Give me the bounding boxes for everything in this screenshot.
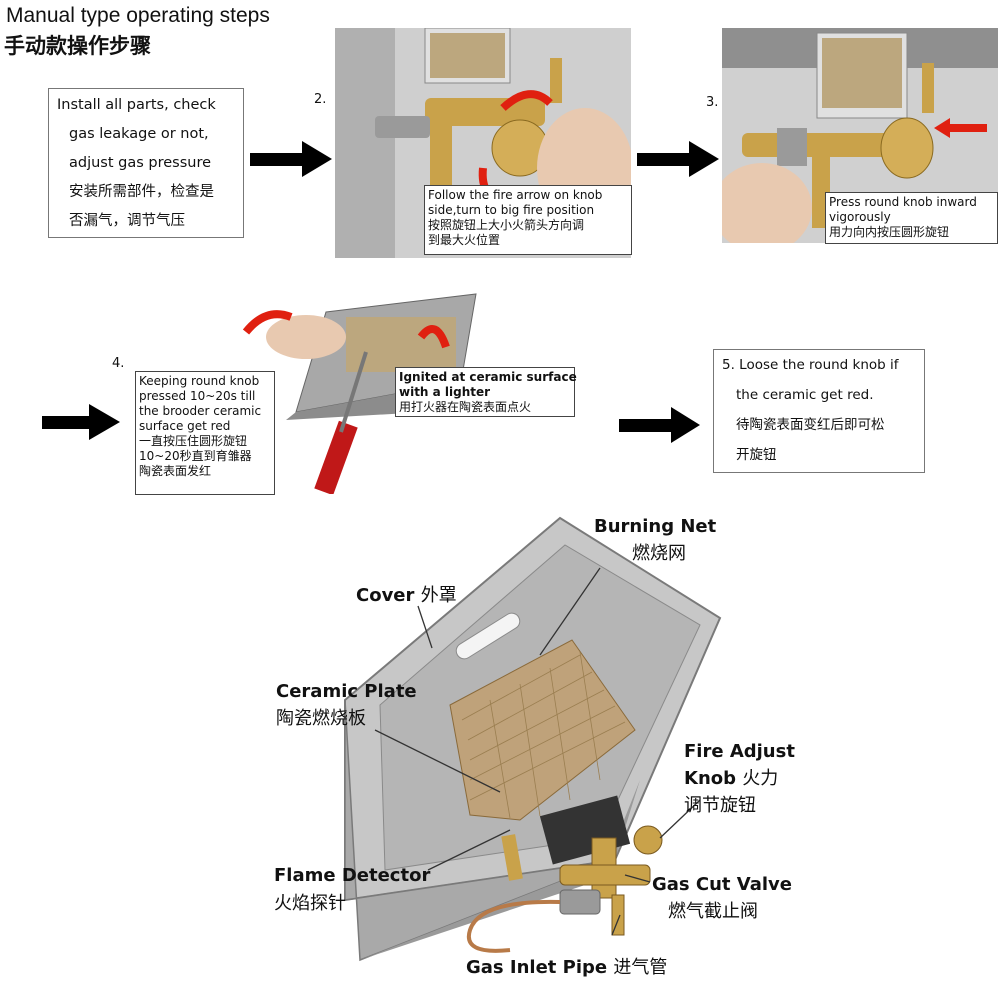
label-fire-adjust-zh2: 调节旋钮	[684, 795, 756, 816]
label-fire-adjust-knob: Knob 火力	[684, 767, 778, 791]
lighter-caption-line-2: with a lighter	[399, 385, 491, 399]
label-gas-cut-valve-zh: 燃气截止阀	[668, 901, 758, 922]
step-3-caption-line-3: 用力向内按压圆形旋钮	[829, 225, 950, 239]
label-burning-net-en: Burning Net	[594, 516, 717, 537]
step-4-caption-line-6: 10~20秒直到育雏器	[139, 449, 252, 463]
step-1-line-5: 否漏气，调节气压	[69, 213, 185, 229]
label-burning-net-zh: 燃烧网	[632, 543, 686, 564]
step-4-caption-line-3: the brooder ceramic	[139, 404, 262, 418]
label-ceramic-plate: Ceramic Plate	[276, 681, 417, 702]
step-1-line-2: gas leakage or not,	[69, 126, 209, 142]
step-4-caption: Keeping round knob pressed 10~20s till t…	[135, 371, 275, 495]
label-ceramic-plate-zh: 陶瓷燃烧板	[276, 708, 366, 729]
step-2-caption-line-2: side,turn to big fire position	[428, 203, 595, 217]
label-gas-inlet-pipe-zh: 进气管	[613, 957, 668, 978]
step-1-line-4: 安装所需部件，检查是	[69, 184, 214, 200]
step-2-caption-line-3: 按照旋钮上大小火箭头方向调	[428, 218, 585, 232]
label-fire-adjust-knob-en: Knob	[684, 768, 737, 789]
step-3-caption-line-2: vigorously	[829, 210, 891, 224]
label-flame-detector: Flame Detector	[274, 865, 431, 886]
step-2-caption-line-4: 到最大火位置	[428, 233, 501, 247]
step-3-caption: Press round knob inward vigorously 用力向内按…	[825, 192, 998, 244]
label-gas-inlet-pipe: Gas Inlet Pipe 进气管	[466, 956, 667, 980]
page-title-zh: 手动款操作步骤	[4, 34, 151, 58]
step-5-line-3: 待陶瓷表面变红后即可松	[736, 417, 885, 433]
step-4-caption-line-1: Keeping round knob	[139, 374, 260, 388]
flow-arrow-1	[250, 141, 332, 177]
label-gas-cut-valve: Gas Cut Valve	[652, 874, 793, 895]
step-4-caption-line-4: surface get red	[139, 419, 231, 433]
label-cover-zh: 外罩	[420, 585, 457, 606]
label-fire-adjust: Fire Adjust	[684, 741, 795, 762]
step-5-line-1: 5. Loose the round knob if	[722, 357, 899, 373]
leader-lines	[374, 567, 701, 936]
step-4-caption-line-7: 陶瓷表面发红	[139, 464, 212, 478]
lighter-caption: Ignited at ceramic surface with a lighte…	[395, 367, 577, 417]
step-5-box: 5. Loose the round knob if the ceramic g…	[713, 349, 925, 473]
label-cover-en: Cover	[356, 585, 415, 606]
step-2-number: 2.	[314, 92, 327, 107]
step-4-caption-line-5: 一直按压住圆形旋钮	[139, 434, 248, 448]
step-2-caption-line-1: Follow the fire arrow on knob	[428, 188, 603, 202]
flow-arrow-4	[619, 407, 700, 443]
step-1-line-1: Install all parts, check	[57, 97, 216, 113]
label-fire-adjust-knob-zh1: 火力	[742, 768, 779, 789]
lighter-caption-line-1: Ignited at ceramic surface	[399, 370, 577, 384]
step-2-caption: Follow the fire arrow on knob side,turn …	[424, 185, 632, 255]
label-cover: Cover 外罩	[356, 584, 457, 608]
step-1-line-3: adjust gas pressure	[69, 155, 212, 171]
label-burning-net: Burning Net	[594, 515, 716, 539]
page-title: Manual type operating steps	[6, 4, 270, 27]
flow-arrow-3	[42, 404, 120, 440]
step-1-box: Install all parts, check gas leakage or …	[48, 88, 244, 238]
label-flame-detector-zh: 火焰探针	[274, 893, 346, 914]
step-4-caption-line-2: pressed 10~20s till	[139, 389, 256, 403]
flow-arrow-2	[637, 141, 719, 177]
step-3-caption-line-1: Press round knob inward	[829, 195, 977, 209]
step-3-number: 3.	[706, 95, 719, 110]
lighter-caption-line-3: 用打火器在陶瓷表面点火	[399, 400, 532, 414]
heater-illustration	[344, 516, 722, 962]
step-4-number: 4.	[112, 356, 125, 371]
label-gas-inlet-pipe-en: Gas Inlet Pipe	[466, 957, 608, 978]
step-5-line-4: 开旋钮	[736, 447, 777, 463]
step-5-line-2: the ceramic get red.	[736, 387, 874, 403]
